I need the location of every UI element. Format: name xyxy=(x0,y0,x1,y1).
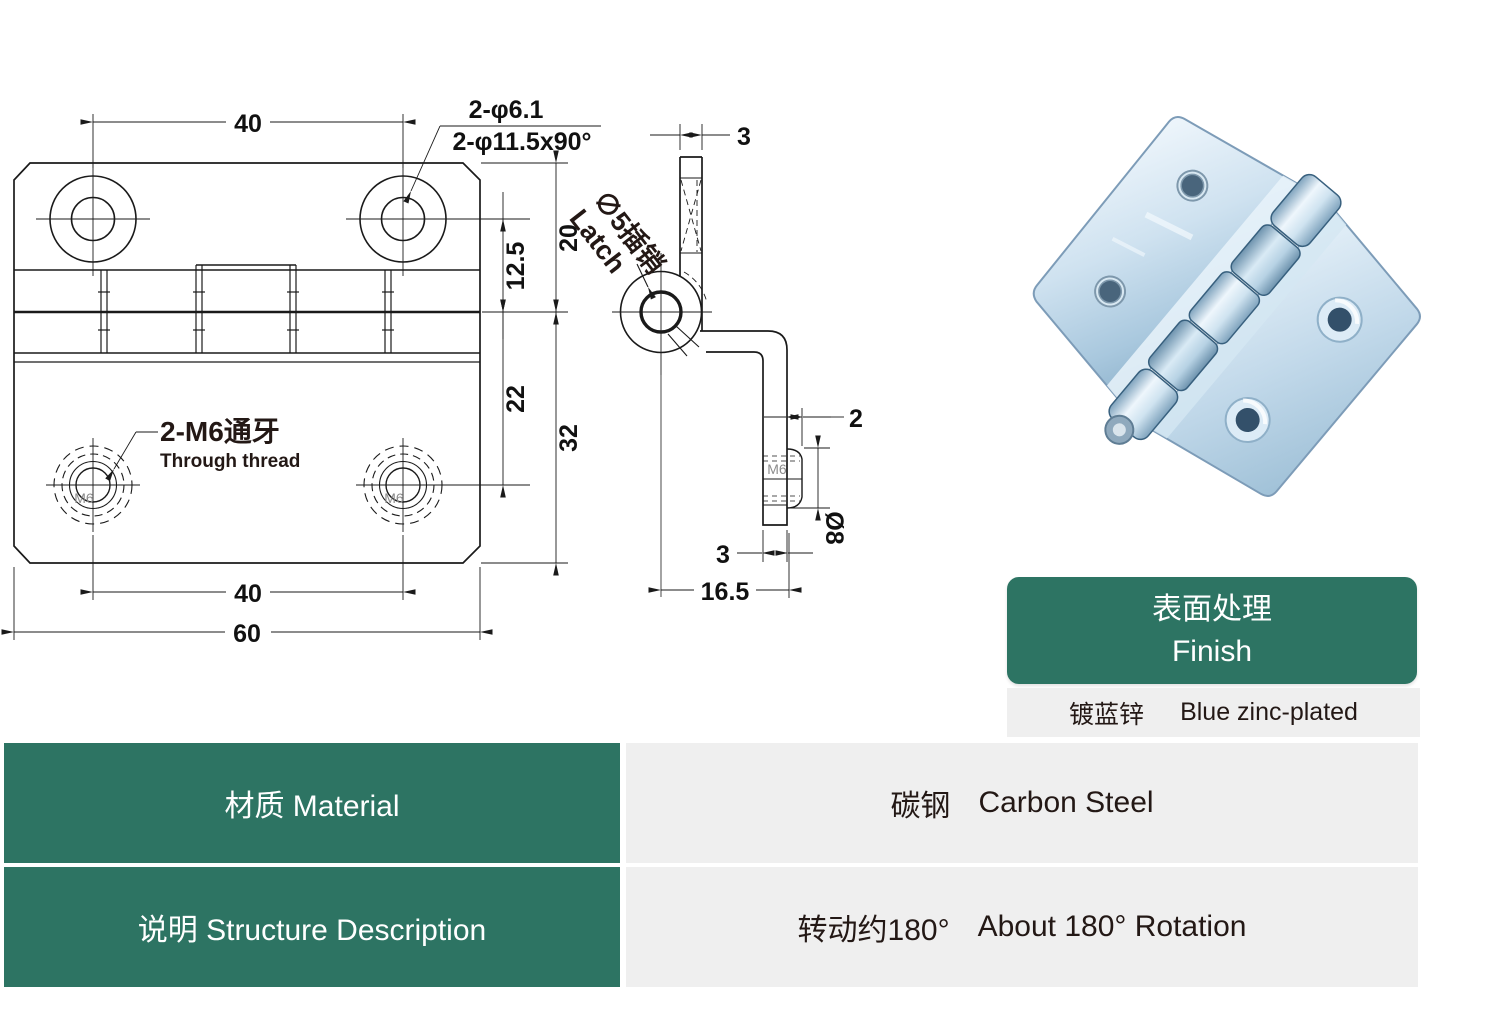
m6-mark-left: M6 xyxy=(74,490,94,506)
thread-label-en: Through thread xyxy=(160,451,300,472)
spec-label-material: 材质 Material xyxy=(4,743,620,863)
spec-value-cn: 碳钢 xyxy=(890,790,951,823)
threaded-hole xyxy=(1176,169,1209,202)
finish-value-cn: 镀蓝锌 xyxy=(1069,700,1145,729)
front-view: M6 M6 40 2-φ6.1 2-φ11.5x90° xyxy=(1,96,601,648)
spec-value-structure: 转动约180° About 180° Rotation xyxy=(626,867,1418,987)
finish-title-en: Finish xyxy=(1171,634,1253,668)
dim-width-top: 40 xyxy=(234,110,262,138)
hole-callout-line2: 2-φ11.5x90° xyxy=(452,128,591,156)
hole-callout-line1: 2-φ6.1 xyxy=(469,96,544,124)
counterbore-hole-left xyxy=(36,162,150,276)
dim-width-overall: 60 xyxy=(233,620,261,648)
threaded-hole xyxy=(1094,275,1127,308)
m6-hole-left: M6 xyxy=(46,438,140,532)
hinge-pin-end xyxy=(1104,414,1135,445)
dim-depth: 16.5 xyxy=(701,578,750,606)
thread-label-cn: 2-M6通牙 xyxy=(160,416,280,447)
m6-mark-boss: M6 xyxy=(767,461,787,477)
countersunk-hole xyxy=(1316,296,1363,343)
spec-label-structure: 说明 Structure Description xyxy=(4,867,620,987)
finish-title-cn: 表面处理 xyxy=(1152,592,1272,626)
technical-drawing: M6 M6 40 2-φ6.1 2-φ11.5x90° xyxy=(1,96,863,648)
spec-value-material: 碳钢 Carbon Steel xyxy=(626,743,1418,863)
spec-value-en: Carbon Steel xyxy=(978,786,1154,819)
dim-pivot-to-hole: 22 xyxy=(502,385,530,413)
spec-value-cn: 转动约180° xyxy=(797,914,950,947)
finish-value-row: 镀蓝锌 Blue zinc-plated xyxy=(1007,688,1420,737)
table-row: 说明 Structure Description 转动约180° About 1… xyxy=(4,867,1418,987)
spec-table: 材质 Material 碳钢 Carbon Steel 说明 Structure… xyxy=(4,743,1418,991)
finish-card-header: 表面处理 Finish xyxy=(1007,577,1417,684)
table-row: 材质 Material 碳钢 Carbon Steel xyxy=(4,743,1418,863)
dim-leg-thickness: 3 xyxy=(716,541,730,569)
dim-plate-thickness: 3 xyxy=(737,123,751,151)
finish-card: 表面处理 Finish 镀蓝锌 Blue zinc-plated xyxy=(1007,577,1420,737)
product-photo xyxy=(1032,115,1421,497)
finish-value-en: Blue zinc-plated xyxy=(1180,698,1358,726)
m6-mark-right: M6 xyxy=(384,490,404,506)
spec-value-en: About 180° Rotation xyxy=(977,910,1247,943)
dim-boss-protrusion: 2 xyxy=(849,405,863,433)
dim-hole-to-pivot: 12.5 xyxy=(502,242,530,291)
countersunk-hole xyxy=(1224,397,1271,444)
m6-hole-right: M6 xyxy=(356,438,450,532)
dim-width-bottom: 40 xyxy=(234,580,262,608)
dim-boss-dia: Ø8 xyxy=(820,511,848,544)
dim-pivot-to-bottom: 32 xyxy=(555,424,583,452)
counterbore-hole-right xyxy=(346,162,460,276)
side-view: M6 3 ∅5插销 Latch 2 Ø8 xyxy=(564,123,863,606)
dim-top-to-pivot: 20 xyxy=(555,224,583,252)
